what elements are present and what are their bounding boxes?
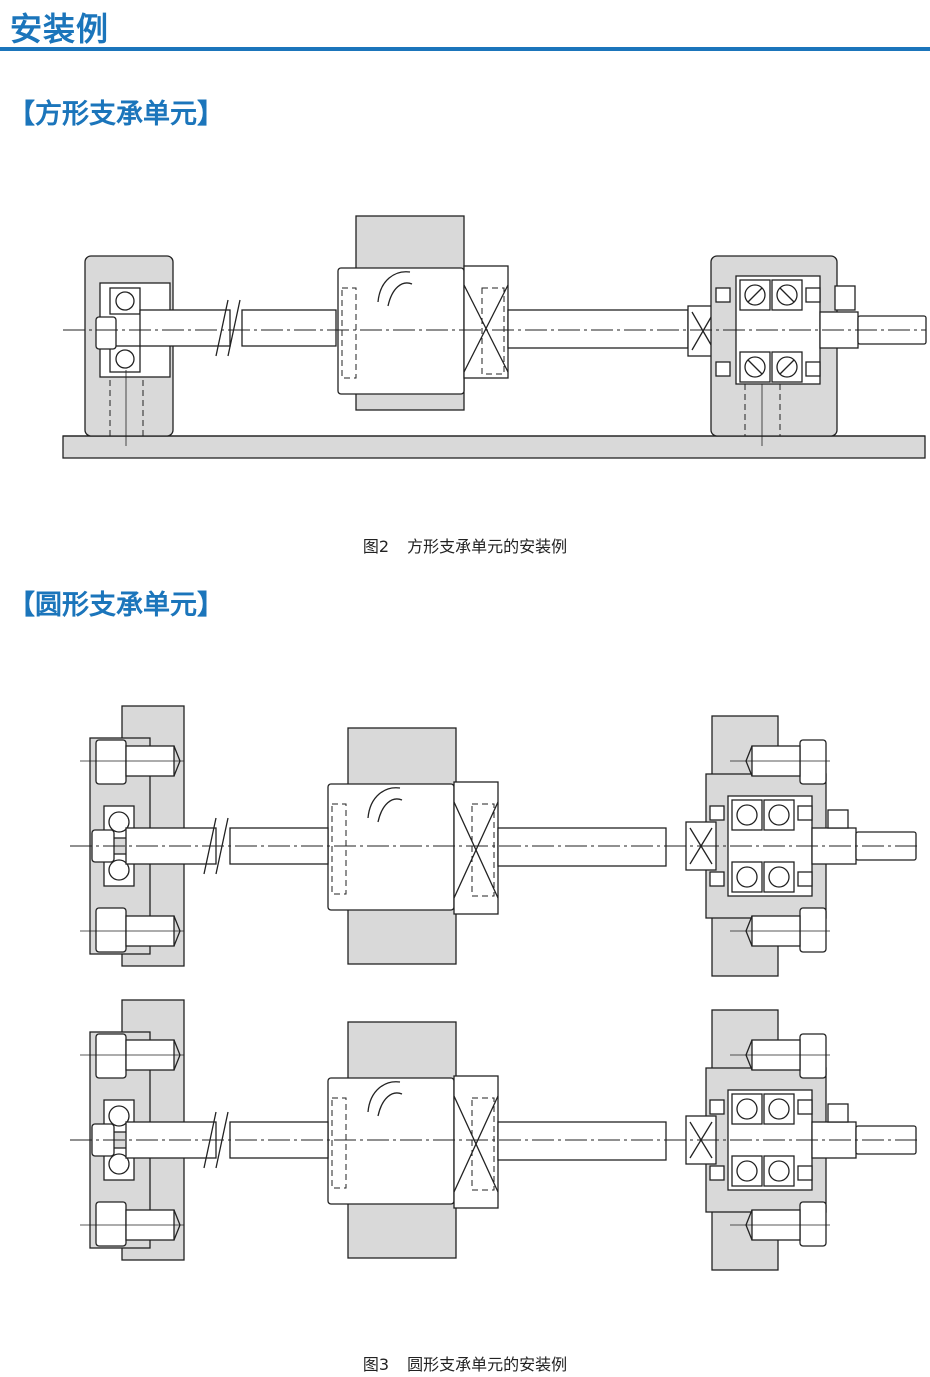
figure-3-caption: 图3 圆形支承单元的安装例 (0, 1351, 930, 1375)
figure-2-caption: 图2 方形支承单元的安装例 (0, 533, 930, 557)
round-variant-1 (69, 705, 921, 977)
screw-shaft-right (507, 309, 689, 349)
figure-3-number: 图3 (362, 1355, 390, 1374)
round-variant-2 (69, 999, 921, 1271)
screw-shaft-mid (241, 309, 337, 347)
nut-block (337, 215, 509, 411)
page-title: 安装例 (10, 10, 110, 48)
figure-3-label: 圆形支承单元的安装例 (407, 1355, 568, 1374)
figure-2-drawing (62, 215, 927, 459)
screw-shaft-left (139, 309, 231, 347)
section-title-round: 【圆形支承单元】 (8, 590, 224, 621)
figure-2-label: 方形支承单元的安装例 (407, 537, 568, 556)
title-rule (0, 47, 930, 51)
figure-2-number: 图2 (362, 537, 390, 556)
section-title-square: 【方形支承单元】 (8, 99, 224, 130)
right-square-support (710, 255, 838, 446)
